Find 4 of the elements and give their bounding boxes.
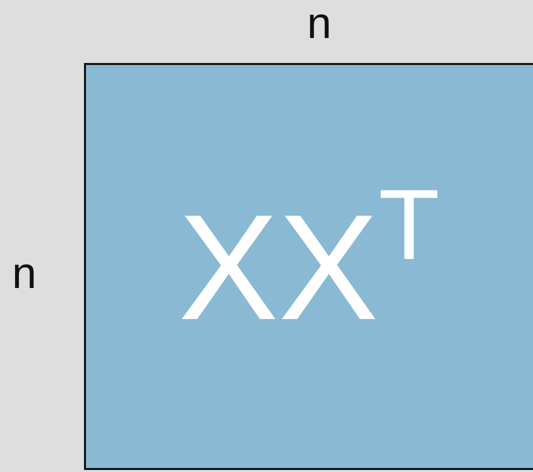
matrix-box: [84, 63, 533, 470]
dimension-label: n: [307, 2, 332, 46]
matrix-label: XX$^{T}$: [178, 192, 440, 342]
dimension-label: n: [12, 252, 36, 296]
